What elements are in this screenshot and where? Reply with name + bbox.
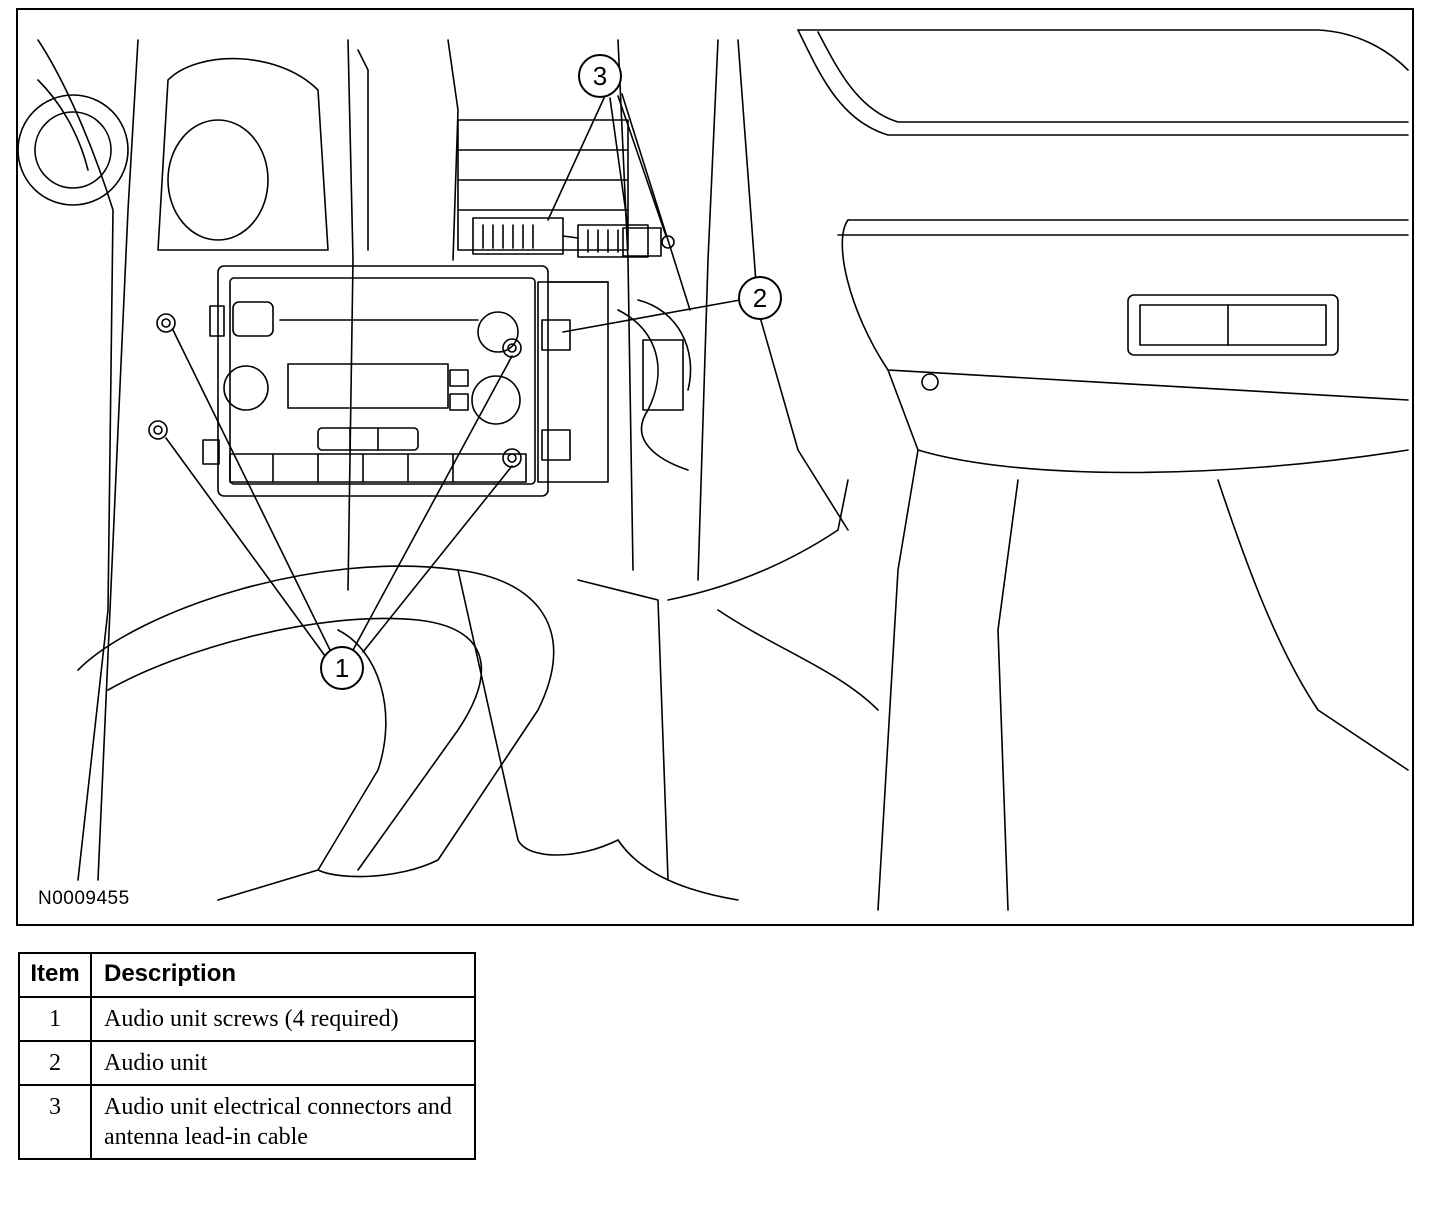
connector-2: [577, 224, 649, 258]
callout-2: 2: [738, 276, 782, 320]
legend-header-row: Item Description: [18, 952, 476, 998]
figure-id: N0009455: [38, 888, 130, 909]
glove-box-handle: [1127, 294, 1339, 356]
illustration-frame: 3 2 1 N0009455: [16, 8, 1414, 926]
leader-1b: [165, 437, 329, 661]
callout-3: 3: [578, 54, 622, 98]
screw-upper-left: [156, 313, 176, 333]
connector-1: [472, 217, 564, 255]
leader-3b: [609, 97, 629, 229]
leader-2: [562, 299, 741, 333]
table-row: 2 Audio unit: [18, 1040, 476, 1086]
row-description: Audio unit: [90, 1040, 476, 1086]
leader-1c: [352, 355, 513, 651]
leader-3a: [547, 97, 605, 221]
center-stack-left: [347, 39, 354, 591]
screw-lower-left: [148, 420, 168, 440]
leader-1d: [362, 465, 513, 653]
row-item: 3: [18, 1084, 92, 1160]
connector-3: [622, 227, 662, 257]
center-console: [77, 565, 555, 901]
leader-3d: [621, 93, 691, 311]
left-vent: [18, 94, 129, 206]
table-row: 1 Audio unit screws (4 required): [18, 996, 476, 1042]
callout-1: 1: [320, 646, 364, 690]
table-row: 3 Audio unit electrical connectors and a…: [18, 1084, 476, 1160]
header-item: Item: [18, 952, 92, 998]
left-pillar: [37, 39, 114, 881]
steering-shroud: [157, 57, 329, 251]
leader-3c: [617, 95, 667, 237]
upper-vent: [457, 119, 629, 251]
instrument-panel-top: [797, 29, 1409, 136]
leader-1a: [172, 329, 331, 651]
row-item: 1: [18, 996, 92, 1042]
antenna-lead: [661, 235, 675, 249]
row-description: Audio unit screws (4 required): [90, 996, 476, 1042]
glove-box: [837, 219, 1409, 236]
row-item: 2: [18, 1040, 92, 1086]
screw-upper-right: [502, 338, 522, 358]
audio-unit-display: [287, 363, 449, 409]
row-description: Audio unit electrical connectors and ant…: [90, 1084, 476, 1160]
header-description: Description: [90, 952, 476, 998]
dashboard-line-drawing: [18, 29, 1409, 911]
legend-table: Item Description 1 Audio unit screws (4 …: [18, 952, 476, 1160]
screw-lower-right: [502, 448, 522, 468]
audio-unit-faceplate: [217, 265, 549, 497]
